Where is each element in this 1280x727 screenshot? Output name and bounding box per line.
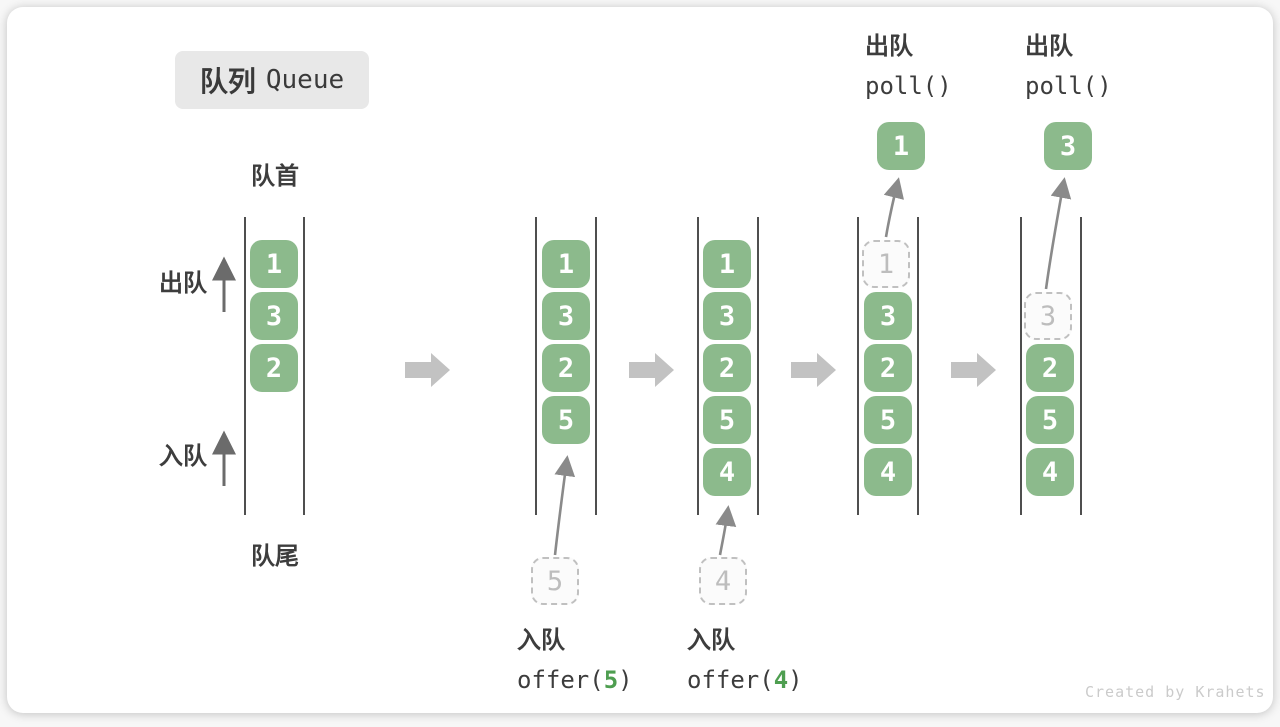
queue-item: 1 bbox=[542, 240, 590, 288]
queue-rear-label: 队尾 bbox=[251, 543, 299, 570]
queue-item: 4 bbox=[1026, 448, 1074, 496]
queue-front-label: 队首 bbox=[251, 163, 299, 190]
dequeue-side-label: 出队 bbox=[159, 270, 207, 297]
next-state-arrow-icon bbox=[629, 353, 674, 387]
queue-item: 3 bbox=[864, 292, 912, 340]
queue-wall-right bbox=[757, 217, 759, 515]
queue-wall-left bbox=[535, 217, 537, 515]
operation-code: offer(5) bbox=[517, 666, 633, 695]
queue-item: 4 bbox=[864, 448, 912, 496]
queue-item: 2 bbox=[250, 344, 298, 392]
next-state-arrow-icon bbox=[405, 353, 450, 387]
queue-item: 5 bbox=[864, 396, 912, 444]
operation-code: poll() bbox=[1025, 71, 1112, 100]
queue-item: 3 bbox=[542, 292, 590, 340]
title-zh: 队列 bbox=[199, 66, 256, 97]
code-prefix: offer( bbox=[687, 665, 774, 694]
code-prefix: offer( bbox=[517, 665, 604, 694]
operation-zh: 出队 bbox=[1025, 33, 1073, 60]
queue-item: 4 bbox=[703, 448, 751, 496]
code-arg: 5 bbox=[603, 665, 619, 694]
poll-1-arrow-icon bbox=[883, 177, 904, 238]
queue-item: 2 bbox=[864, 344, 912, 392]
queue-wall-right bbox=[303, 217, 305, 515]
enqueue-4-arrow-icon bbox=[715, 505, 737, 556]
queue-wall-left bbox=[244, 217, 246, 515]
enqueue-side-label: 入队 bbox=[159, 443, 207, 470]
queue-item: 5 bbox=[1026, 396, 1074, 444]
title-en: Queue bbox=[265, 65, 345, 95]
incoming-item-ghost: 4 bbox=[699, 557, 747, 605]
operation-label: 入队 offer(5) bbox=[517, 627, 633, 695]
queue-item: 1 bbox=[250, 240, 298, 288]
queue-item: 5 bbox=[703, 396, 751, 444]
arrows-layer bbox=[212, 177, 1072, 556]
queue-wall-right bbox=[917, 217, 919, 515]
operation-zh: 出队 bbox=[865, 33, 913, 60]
queue-wall-left bbox=[857, 217, 859, 515]
operation-label: 出队 poll() bbox=[1025, 33, 1112, 101]
incoming-item-ghost: 5 bbox=[531, 557, 579, 605]
diagram-card: 队列 Queue 队首 队尾 出队 入队 1 3 2 1 3 2 5 5 入队 … bbox=[7, 7, 1273, 713]
code-arg: 4 bbox=[773, 665, 789, 694]
operation-code: offer(4) bbox=[687, 666, 803, 695]
queue-wall-right bbox=[1080, 217, 1082, 515]
queue-wall-left bbox=[697, 217, 699, 515]
next-state-arrow-icon bbox=[791, 353, 836, 387]
removed-item-ghost: 3 bbox=[1024, 292, 1072, 340]
next-state-arrow-icon bbox=[951, 353, 996, 387]
queue-wall-right bbox=[595, 217, 597, 515]
queue-item: 2 bbox=[703, 344, 751, 392]
queue-item: 3 bbox=[250, 292, 298, 340]
operation-zh: 入队 bbox=[517, 627, 565, 654]
queue-item: 2 bbox=[1026, 344, 1074, 392]
queue-item: 5 bbox=[542, 396, 590, 444]
popped-item: 3 bbox=[1044, 122, 1092, 170]
poll-3-arrow-icon bbox=[1044, 177, 1072, 290]
enqueue-5-arrow-icon bbox=[553, 455, 576, 556]
queue-wall-left bbox=[1020, 217, 1022, 515]
operation-zh: 入队 bbox=[687, 627, 735, 654]
queue-item: 1 bbox=[703, 240, 751, 288]
operation-code: poll() bbox=[865, 71, 952, 100]
code-suffix: ) bbox=[788, 665, 803, 694]
queue-item: 3 bbox=[703, 292, 751, 340]
operation-label: 入队 offer(4) bbox=[687, 627, 803, 695]
watermark: Created by Krahets bbox=[1085, 683, 1266, 701]
removed-item-ghost: 1 bbox=[862, 240, 910, 288]
operation-label: 出队 poll() bbox=[865, 33, 952, 101]
queue-item: 2 bbox=[542, 344, 590, 392]
title-badge: 队列 Queue bbox=[175, 51, 369, 109]
code-suffix: ) bbox=[618, 665, 633, 694]
popped-item: 1 bbox=[877, 122, 925, 170]
